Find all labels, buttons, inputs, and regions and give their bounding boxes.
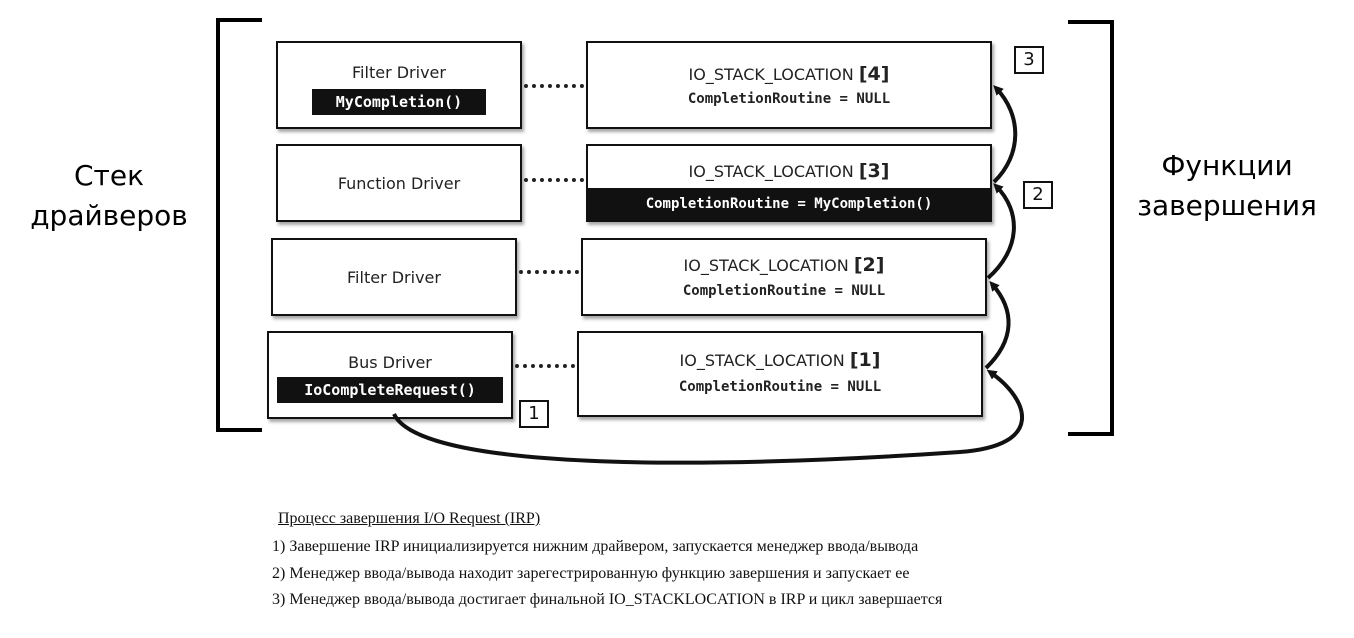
driver-stack-label-line2: драйверов [30,199,188,232]
driver-box-filter-bottom: Filter Driver [271,238,517,316]
left-bracket [216,18,262,432]
step-marker-1: 1 [519,400,549,428]
io-stack-index: [4] [858,63,890,85]
step-marker-3: 3 [1014,46,1044,74]
arrow-io1-to-io2 [984,281,1011,370]
completion-routine-value: CompletionRoutine = NULL [678,379,882,395]
driver-name: Bus Driver [348,353,432,372]
caption-line-3: 3) Менеджер ввода/вывода достигает финал… [272,591,943,608]
driver-name: Filter Driver [347,268,441,287]
right-bracket [1068,20,1114,436]
driver-box-function: Function Driver [276,144,522,222]
completion-functions-label-line2: завершения [1137,189,1317,222]
io-stack-title-text: IO_STACK_LOCATION [688,162,854,181]
completion-routine-value: CompletionRoutine = MyCompletion() [588,188,990,220]
io-stack-location-2: IO_STACK_LOCATION [2] CompletionRoutine … [581,238,987,316]
step-marker-2: 2 [1023,181,1053,209]
caption-title: Процесс завершения I/O Request (IRP) [278,510,541,527]
io-stack-title: IO_STACK_LOCATION [1] [579,349,981,371]
io-stack-title: IO_STACK_LOCATION [4] [588,63,990,85]
connector-dots [515,364,575,368]
completion-functions-label-line1: Функции [1161,149,1293,182]
io-stack-location-3: IO_STACK_LOCATION [3] CompletionRoutine … [586,144,992,222]
driver-box-bus: Bus Driver IoCompleteRequest() [267,331,513,419]
driver-name: Filter Driver [352,63,446,82]
arrow-io3-to-io4 [992,85,1018,184]
io-stack-title-text: IO_STACK_LOCATION [683,256,849,275]
connector-dots [524,84,584,88]
io-stack-title: IO_STACK_LOCATION [2] [583,254,985,276]
io-stack-location-4: IO_STACK_LOCATION [4] CompletionRoutine … [586,41,992,129]
driver-completion-code: IoCompleteRequest() [277,377,503,403]
completion-functions-label: Функции завершения [1122,146,1332,226]
io-stack-title-text: IO_STACK_LOCATION [688,65,854,84]
driver-name: Function Driver [337,174,461,193]
io-stack-index: [1] [849,349,881,371]
completion-routine-value: CompletionRoutine = NULL [687,91,891,107]
caption-line-2: 2) Менеджер ввода/вывода находит зарегес… [272,565,910,582]
caption-line-1: 1) Завершение IRP инициализируется нижни… [272,538,919,555]
driver-completion-code: MyCompletion() [312,89,486,115]
driver-box-filter-top: Filter Driver MyCompletion() [276,41,522,129]
io-stack-index: [2] [853,254,885,276]
connector-dots [524,178,584,182]
completion-routine-value: CompletionRoutine = NULL [682,283,886,299]
connector-dots [519,270,579,274]
io-stack-title: IO_STACK_LOCATION [3] [588,160,990,182]
driver-stack-label: Стек драйверов [14,156,204,236]
driver-stack-label-line1: Стек [74,159,144,192]
io-stack-location-1: IO_STACK_LOCATION [1] CompletionRoutine … [577,331,983,417]
io-stack-index: [3] [858,160,890,182]
io-stack-title-text: IO_STACK_LOCATION [679,351,845,370]
